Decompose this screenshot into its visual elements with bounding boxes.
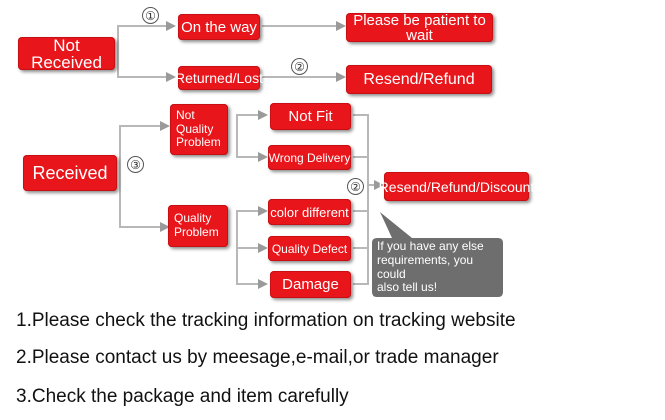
step-marker-3: ③ xyxy=(127,156,144,173)
arrowhead-icon xyxy=(258,152,268,162)
returned-lost-box: Returned/Lost xyxy=(175,66,263,90)
not-quality-line-2: Quality xyxy=(176,121,214,136)
connector-received-not-quality xyxy=(119,125,160,172)
bubble-line-1: If you have any else xyxy=(377,239,484,253)
not-quality-problem-box: Not Quality Problem xyxy=(170,104,228,155)
resend-refund-discount-box: Resend/Refund/Discount xyxy=(379,172,534,201)
not-quality-line-1: Not xyxy=(176,108,195,123)
arrowhead-icon xyxy=(166,72,176,82)
step-marker-1: ① xyxy=(142,7,159,24)
quality-problem-line-1: Quality xyxy=(174,211,212,226)
received-box: Received xyxy=(23,155,117,191)
arrowhead-icon xyxy=(336,72,346,82)
connector-quality-damage xyxy=(236,227,258,285)
connector-quality-defect xyxy=(236,227,258,249)
quality-defect-box: Quality Defect xyxy=(268,236,351,261)
arrowhead-icon xyxy=(258,279,268,289)
arrowhead-icon xyxy=(166,21,176,31)
not-received-box: Not Received xyxy=(18,37,115,71)
instruction-1: 1.Please check the tracking information … xyxy=(16,310,516,331)
connector-not-quality-wrong xyxy=(236,126,258,158)
be-patient-box: Please be patient to wait xyxy=(346,13,493,43)
bubble-line-3: also tell us! xyxy=(377,280,438,295)
step-marker-2-mid: ② xyxy=(347,178,364,195)
arrowhead-icon xyxy=(160,121,170,131)
instruction-3: 3.Check the package and item carefully xyxy=(16,386,349,407)
speech-bubble-text: If you have any else requirements, you c… xyxy=(377,239,502,295)
connector-quality-color xyxy=(236,210,258,227)
resend-refund-box: Resend/Refund xyxy=(346,65,492,94)
quality-problem-box: Quality Problem xyxy=(168,205,228,247)
damage-box: Damage xyxy=(270,271,351,298)
not-fit-box: Not Fit xyxy=(270,103,351,130)
arrowhead-icon xyxy=(374,180,384,190)
color-different-box: color different xyxy=(268,199,351,225)
arrowhead-icon xyxy=(160,222,170,232)
arrowhead-icon xyxy=(258,110,268,120)
arrowhead-icon xyxy=(336,21,346,31)
wrong-delivery-box: Wrong Delivery xyxy=(268,145,351,170)
quality-problem-line-2: Problem xyxy=(174,225,219,239)
connector-not-quality-not-fit xyxy=(236,114,258,126)
instruction-2: 2.Please contact us by meesage,e-mail,or… xyxy=(16,347,499,368)
not-quality-line-3: Problem xyxy=(176,135,221,150)
bubble-line-2: requirements, you could xyxy=(377,252,474,281)
on-the-way-box: On the way xyxy=(178,14,260,40)
step-marker-2-top: ② xyxy=(291,58,308,75)
flowchart-connectors xyxy=(117,21,503,297)
connector-received-quality xyxy=(119,172,160,228)
arrowhead-icon xyxy=(258,243,268,253)
connector-not-received-on-the-way xyxy=(117,25,166,53)
speech-bubble xyxy=(372,212,503,297)
connector-not-received-returned xyxy=(117,53,166,78)
connector-collector xyxy=(353,114,369,285)
arrowhead-icon xyxy=(258,206,268,216)
